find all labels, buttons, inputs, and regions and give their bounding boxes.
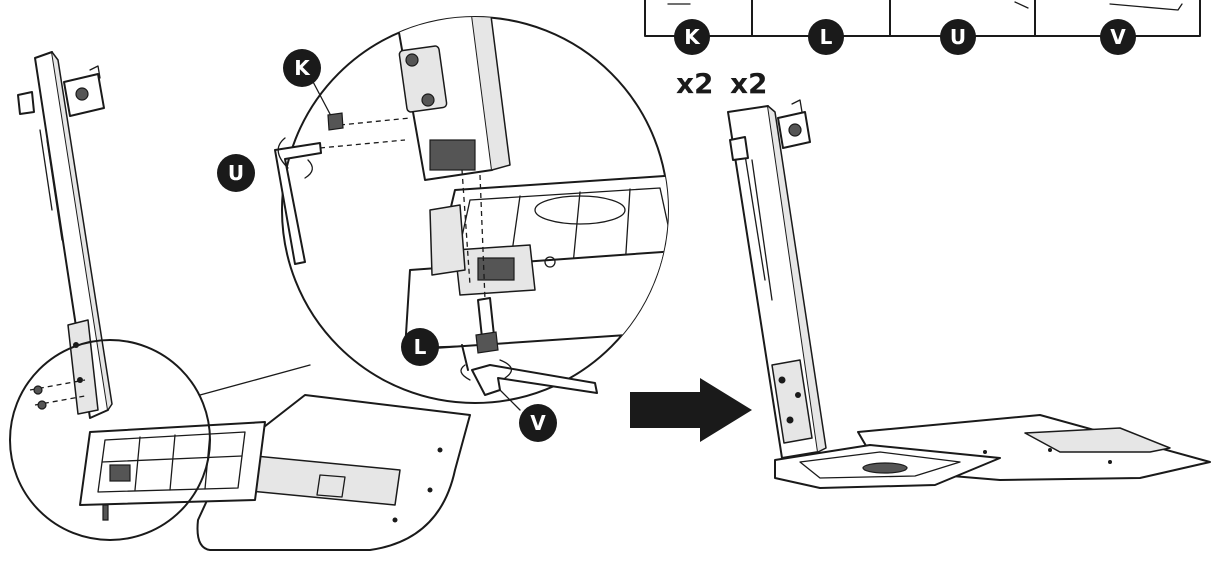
table-badge-k-label: K — [684, 25, 701, 49]
callout-l-label: L — [414, 335, 427, 359]
parts-table: K L U V — [645, 0, 1200, 55]
table-badge-l-label: L — [820, 25, 833, 49]
table-badge-u: U — [940, 19, 976, 55]
callout-v-label: V — [530, 411, 546, 435]
table-badge-u-label: U — [950, 25, 966, 49]
table-badge-v-label: V — [1110, 25, 1126, 49]
table-badge-k: K — [674, 19, 710, 55]
callout-v: V — [500, 390, 557, 442]
arrow-right-icon — [630, 378, 752, 442]
callout-u: U — [217, 154, 255, 192]
quantity-l: x2 — [730, 67, 768, 100]
right-assembly — [728, 100, 1210, 488]
table-badge-v: V — [1100, 19, 1136, 55]
callout-k-label: K — [294, 56, 311, 80]
detail-zoom: K U L V — [217, 0, 700, 442]
table-badge-l: L — [808, 19, 844, 55]
screw-k — [328, 113, 343, 130]
zoom-connector — [200, 365, 310, 395]
callout-u-label: U — [228, 161, 244, 185]
quantity-k: x2 — [676, 67, 714, 100]
